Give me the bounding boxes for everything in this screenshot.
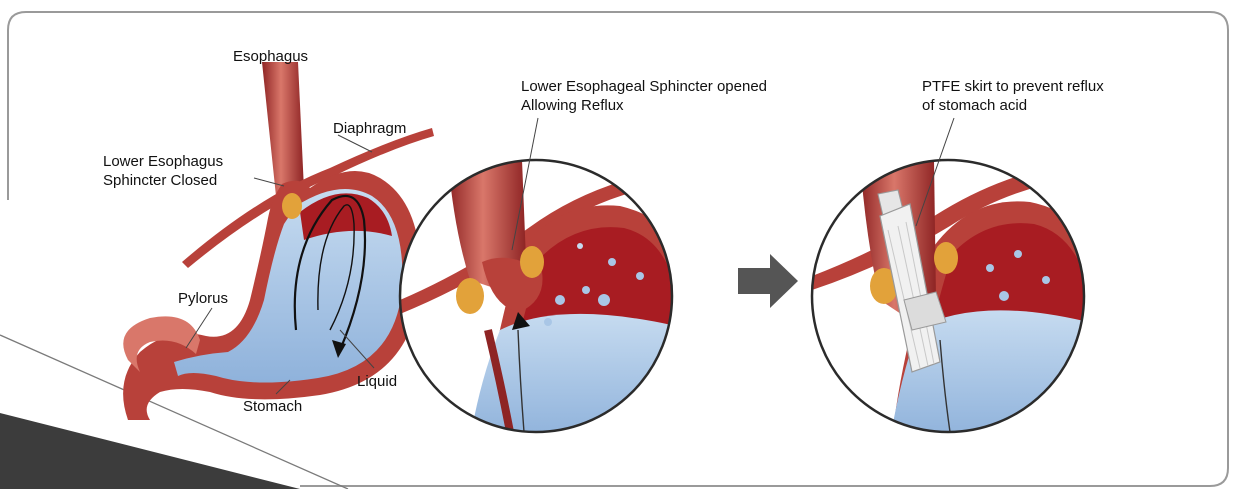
label-diaphragm: Diaphragm	[333, 120, 406, 138]
label-stomach: Stomach	[243, 398, 302, 416]
label-ptfe-line2: of stomach acid	[922, 97, 1027, 115]
label-les-closed-line2: Sphincter Closed	[103, 172, 217, 190]
zoom-circle-reflux	[400, 160, 690, 440]
label-esophagus: Esophagus	[233, 48, 308, 66]
label-liquid: Liquid	[357, 373, 397, 391]
corner-wedge	[0, 413, 300, 489]
stomach-illustration	[123, 62, 434, 420]
label-ptfe-line1: PTFE skirt to prevent reflux	[922, 78, 1104, 96]
label-les-opened-line1: Lower Esophageal Sphincter opened	[521, 78, 767, 96]
zoom-circle-ptfe	[812, 160, 1100, 440]
transition-arrow	[738, 254, 798, 308]
label-pylorus: Pylorus	[178, 290, 228, 308]
frame-left-edge	[8, 12, 26, 200]
label-les-closed-line1: Lower Esophagus	[103, 153, 223, 171]
label-les-opened-line2: Allowing Reflux	[521, 97, 624, 115]
